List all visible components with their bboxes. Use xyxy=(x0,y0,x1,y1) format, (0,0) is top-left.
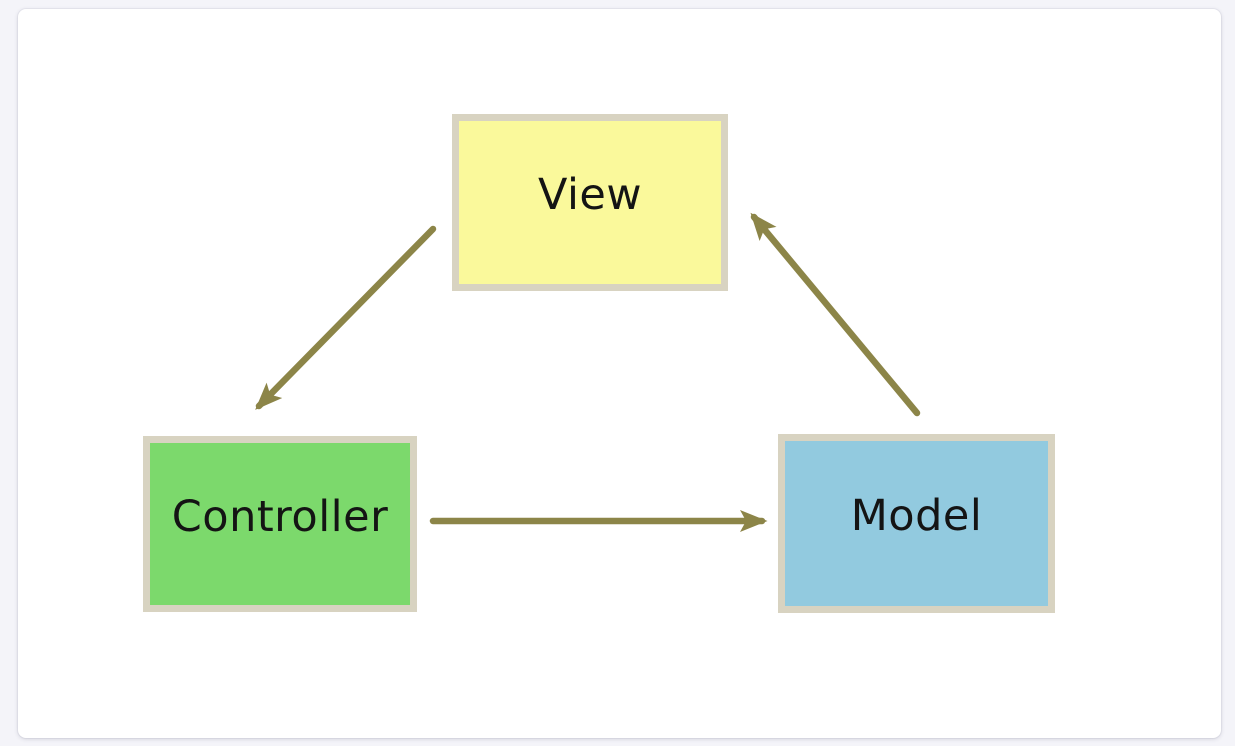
node-model-label: Model xyxy=(850,491,983,541)
node-model: Model xyxy=(778,434,1055,613)
node-controller: Controller xyxy=(143,436,417,612)
node-view: View xyxy=(452,114,728,291)
node-controller-label: Controller xyxy=(171,491,389,542)
node-view-label: View xyxy=(537,170,643,220)
